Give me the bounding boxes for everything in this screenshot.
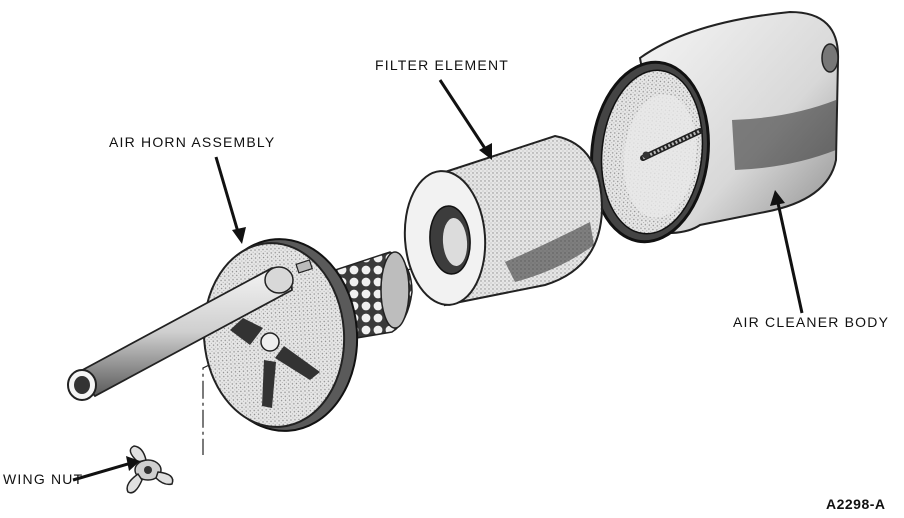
air-cleaner-body-leader-arrow	[770, 190, 804, 314]
air-horn-assembly	[67, 238, 413, 432]
filter-element-leader-arrow	[438, 79, 492, 160]
air-cleaner-body	[590, 10, 840, 244]
air-horn-assembly-label: AIR HORN ASSEMBLY	[109, 134, 276, 150]
wing-nut	[126, 445, 174, 494]
filter-element	[403, 134, 604, 307]
wing-nut-label: WING NUT	[3, 471, 84, 487]
filter-element-label: FILTER ELEMENT	[375, 57, 510, 73]
air-horn-leader-arrow	[214, 156, 246, 244]
leader-arrows	[72, 79, 804, 482]
figure-code: A2298-A	[826, 496, 886, 512]
air-cleaner-body-label: AIR CLEANER BODY	[733, 314, 890, 330]
wing-nut-leader-arrow	[72, 456, 140, 482]
